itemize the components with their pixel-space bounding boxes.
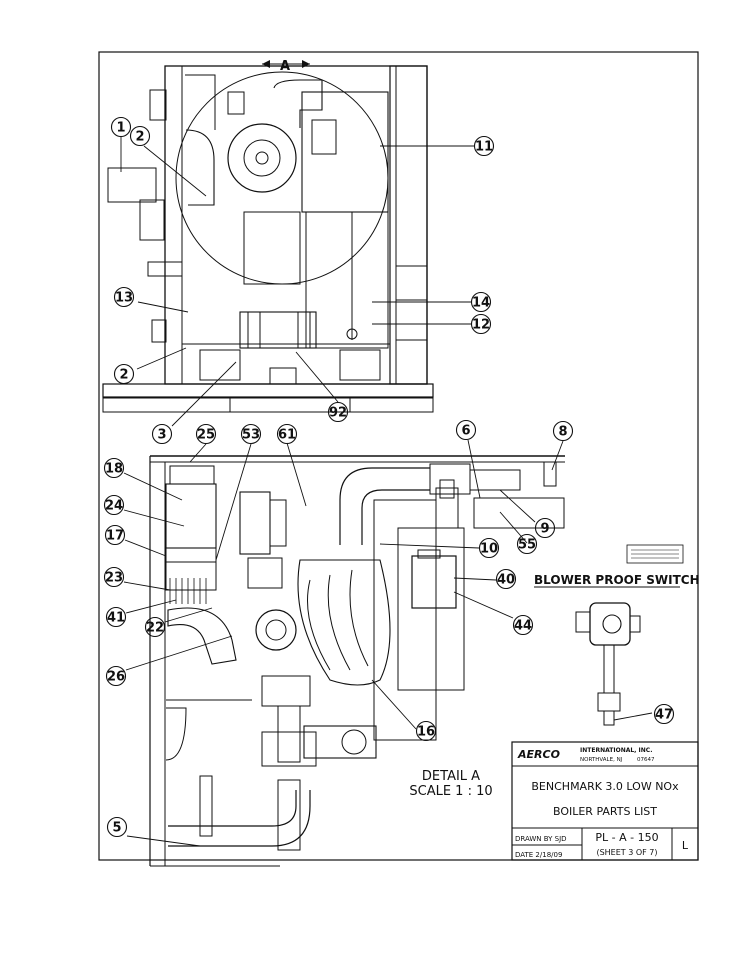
product-name: BENCHMARK 3.0 LOW NOx <box>531 780 679 793</box>
detail-a-view <box>150 456 565 866</box>
callout-number: 2 <box>119 368 128 383</box>
callout-number: 1 <box>116 121 125 136</box>
callout-number: 6 <box>461 424 470 439</box>
callout-number: 12 <box>472 318 490 333</box>
detail-scale: SCALE 1 : 10 <box>409 784 492 799</box>
callout-number: 53 <box>242 428 260 443</box>
callout-number: 8 <box>558 425 567 440</box>
callout-number: 41 <box>107 611 125 626</box>
callouts-detail-view: 25 53 61 6 8 18 24 17 23 41 22 26 9 55 1… <box>105 421 674 837</box>
section-marker-a: A <box>280 59 290 74</box>
callout-number: 9 <box>540 522 549 537</box>
callout-number: 25 <box>197 428 215 443</box>
callout-number: 24 <box>105 499 123 514</box>
callout-number: 47 <box>655 708 673 723</box>
company-name: INTERNATIONAL, INC. <box>580 747 652 754</box>
callout-number: 17 <box>106 529 124 544</box>
company-city: NORTHVALE, NJ <box>580 757 623 763</box>
callout-number: 26 <box>107 670 125 685</box>
callout-number: 16 <box>417 725 435 740</box>
callout-number: 23 <box>105 571 123 586</box>
callout-number: 55 <box>518 538 536 553</box>
callout-number: 44 <box>514 619 532 634</box>
detail-title: DETAIL A <box>422 769 480 784</box>
callout-number: 22 <box>146 621 164 636</box>
company-zip: 07647 <box>637 757 655 763</box>
callout-number: 18 <box>105 462 123 477</box>
document-title: BOILER PARTS LIST <box>553 805 657 818</box>
callout-number: 5 <box>112 821 121 836</box>
callout-number: 92 <box>329 406 347 421</box>
drawn-by: DRAWN BY SJD <box>515 835 567 843</box>
company-logo: AERCO <box>517 748 560 761</box>
callout-number: 40 <box>497 573 515 588</box>
blower-proof-switch-illustration <box>576 545 683 725</box>
title-block: AERCO INTERNATIONAL, INC. NORTHVALE, NJ … <box>512 742 698 860</box>
blower-proof-switch-label: BLOWER PROOF SWITCH <box>534 573 700 587</box>
callout-number: 14 <box>472 296 490 311</box>
top-view: A <box>103 59 433 412</box>
callout-number: 61 <box>278 428 296 443</box>
sheet-number: (SHEET 3 OF 7) <box>596 848 657 857</box>
callout-number: 3 <box>157 428 166 443</box>
callout-number: 10 <box>480 542 498 557</box>
drawing-date: DATE 2/18/09 <box>515 851 562 859</box>
revision-letter: L <box>682 839 689 852</box>
callout-number: 13 <box>115 291 133 306</box>
document-number: PL - A - 150 <box>595 831 658 844</box>
callout-number: 11 <box>475 140 493 155</box>
callout-number: 2 <box>135 130 144 145</box>
